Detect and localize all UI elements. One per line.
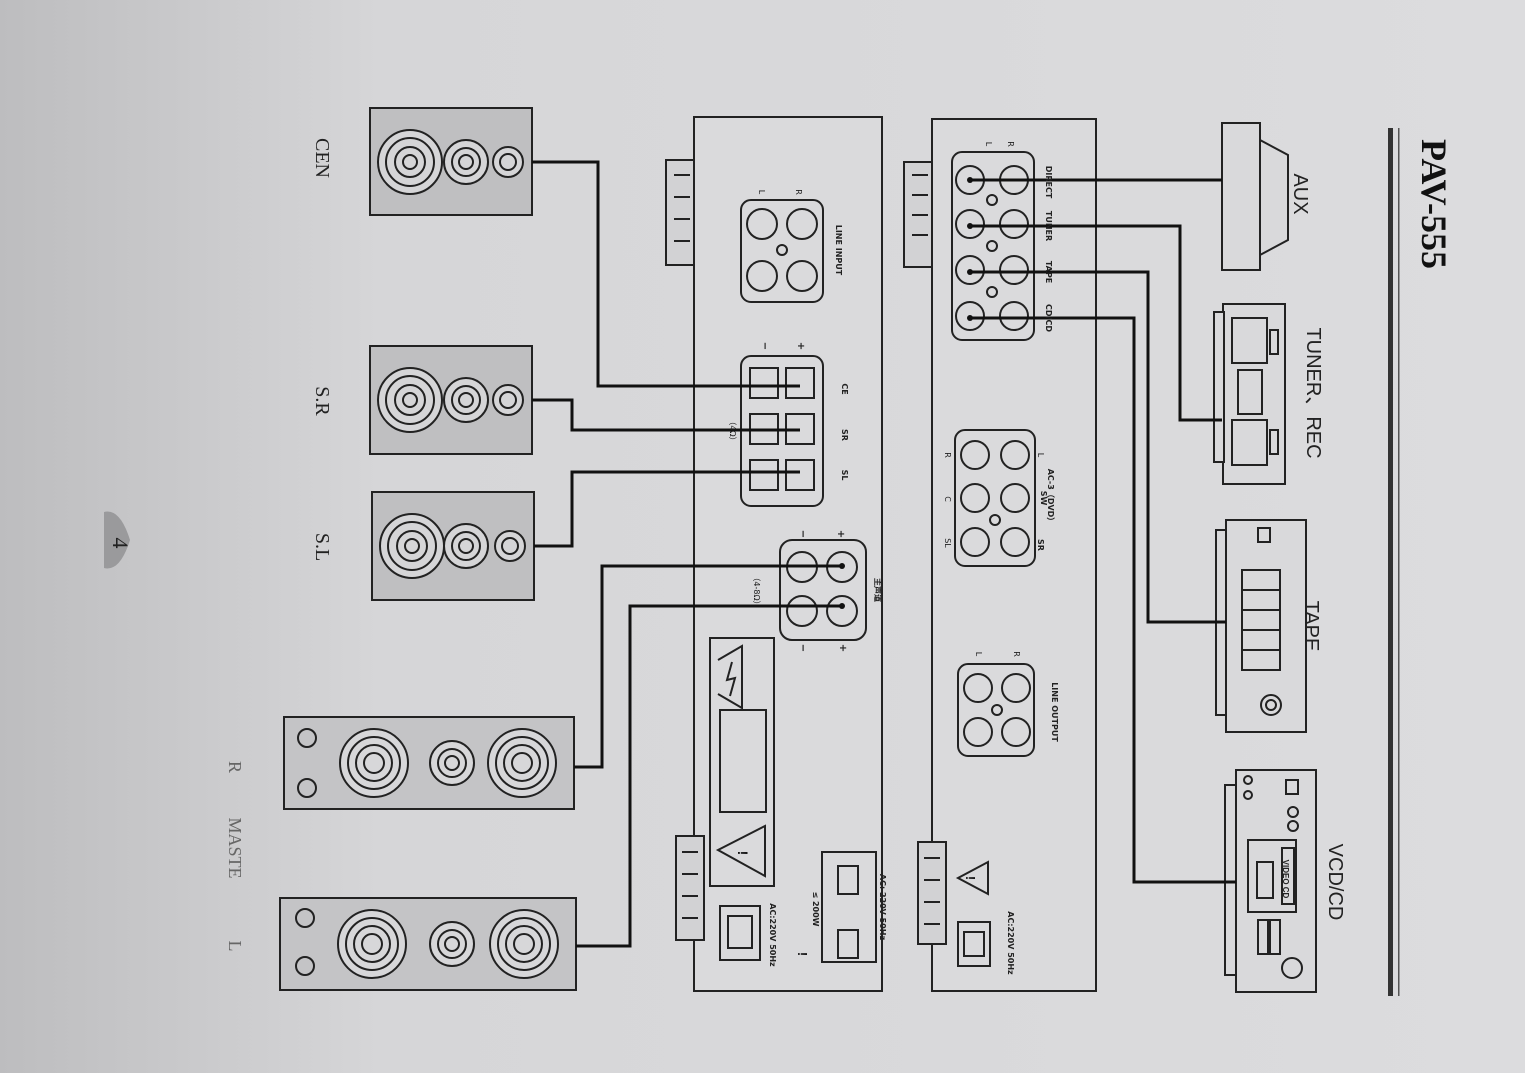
main-plus-1: +	[835, 529, 846, 539]
speaker-label-sr: S.R	[311, 386, 333, 416]
model-title: PAV-555	[1414, 139, 1454, 269]
source-label-aux: AUX	[1289, 173, 1311, 215]
amp-power-label: AC:220V 50Hz	[768, 903, 777, 967]
line-input-label: LINE INPUT	[834, 224, 843, 276]
main-minus-2: −	[797, 643, 808, 653]
ac3-r: R	[943, 452, 952, 458]
speaker-cen	[369, 107, 533, 216]
speaker-sl	[371, 491, 535, 601]
cable-main-l	[576, 604, 842, 948]
preamp-power-label: AC:220V 50Hz	[1006, 911, 1015, 975]
amp-max-power: ≤ 200W	[811, 891, 820, 927]
cable-vcd	[970, 316, 1236, 884]
line-output-label: LINE OUTPUT	[1050, 682, 1059, 742]
amplifier-panel	[665, 116, 883, 992]
surround-minus: −	[759, 341, 770, 351]
speaker-label-master-l: L	[225, 940, 245, 952]
cable-tape	[970, 270, 1226, 624]
main-channel-label: 主声道	[873, 578, 882, 602]
source-label-tuner-rec: TUNER、REC	[1302, 327, 1324, 459]
speaker-master-l	[279, 897, 577, 991]
amp-warning-icon: !	[735, 850, 751, 856]
source-label-vcd-cd: VCD/CD	[1324, 843, 1346, 921]
speaker-label-master-r: R	[225, 760, 245, 773]
ac3-sw: SW	[1039, 490, 1048, 506]
surround-label-ce: CE	[840, 383, 849, 395]
speaker-label-master: MASTE	[225, 817, 245, 879]
ac3-sl: SL	[943, 538, 952, 548]
aux-device	[1221, 122, 1289, 271]
preamp-label-l: L	[984, 141, 993, 147]
line-input-r: R	[794, 189, 803, 195]
line-output-r: R	[1012, 651, 1021, 657]
preamp-panel	[903, 118, 1097, 992]
ac3-sr: SR	[1036, 539, 1045, 551]
surround-label-sl: SL	[840, 469, 849, 481]
main-impedance: （4-8Ω）	[752, 573, 761, 609]
line-output-l: L	[974, 651, 983, 657]
cable-sr	[532, 398, 800, 432]
cable-tuner	[970, 224, 1222, 422]
source-label-tape: TAPE	[1300, 600, 1322, 652]
speaker-master-r	[283, 716, 575, 810]
cable-sl	[534, 470, 800, 548]
page-number-tab	[104, 511, 130, 569]
vcd-panel-label: VIDEO CD	[1281, 859, 1290, 899]
main-minus-1: −	[797, 529, 808, 539]
main-plus-2: +	[837, 643, 848, 653]
tuner-rec-device	[1213, 303, 1286, 485]
preamp-label-r: R	[1006, 141, 1015, 147]
vcd-cd-device	[1224, 769, 1317, 993]
cable-main-r	[574, 564, 842, 769]
surround-label-sr: SR	[840, 429, 849, 441]
surround-impedance: （4Ω）	[728, 417, 737, 445]
ac3-l: L	[1036, 452, 1045, 458]
speaker-sr	[369, 345, 533, 455]
surround-plus: +	[795, 341, 806, 351]
jack-plugs	[839, 177, 973, 609]
ac3-c: C	[943, 496, 952, 502]
cables	[532, 160, 1236, 948]
amp-power-rating: AC: 220V 50Hz	[878, 873, 887, 941]
page-number: 4	[108, 537, 133, 549]
tape-device	[1215, 519, 1307, 733]
speaker-label-cen: CEN	[311, 138, 333, 178]
header-rule	[1388, 128, 1400, 996]
preamp-warning-icon: !	[963, 875, 978, 881]
line-input-l: L	[757, 189, 766, 195]
speaker-label-sl: S.L	[311, 532, 333, 562]
preamp-input-cd: CD/CD	[1044, 304, 1053, 332]
amp-power-warning-icon: !	[795, 951, 810, 957]
cable-cen	[532, 160, 800, 388]
